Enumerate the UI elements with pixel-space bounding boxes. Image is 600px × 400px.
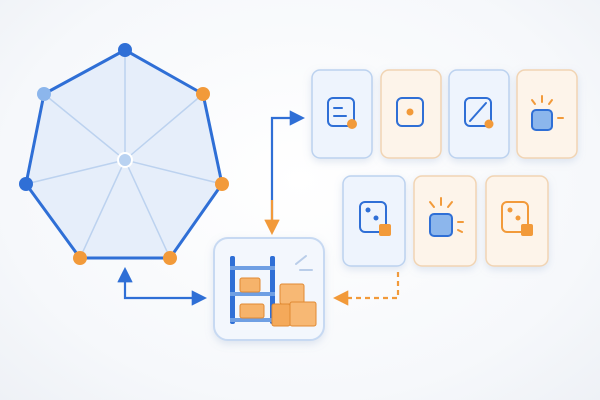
sparkle-square-icon <box>429 197 464 237</box>
network-node <box>37 87 51 101</box>
warehouse-shelves-icon <box>230 255 317 327</box>
card[interactable] <box>311 69 373 159</box>
square-dot-icon <box>396 97 424 127</box>
network-spokes <box>25 50 223 259</box>
dots-square-icon <box>501 201 533 236</box>
card[interactable] <box>485 175 549 267</box>
network-center-node <box>117 152 133 168</box>
slash-square-icon <box>464 97 494 129</box>
network-node <box>73 251 87 265</box>
network-node <box>118 43 132 57</box>
network-node <box>19 177 33 191</box>
network-graph <box>19 43 229 265</box>
connectors <box>117 110 400 306</box>
dots-square-icon <box>359 201 391 236</box>
doc-lines-icon <box>327 97 357 129</box>
card[interactable] <box>448 69 510 159</box>
card[interactable] <box>342 175 406 267</box>
sparkle-square-icon <box>531 95 564 131</box>
cards-to-hub-arrow <box>332 272 400 306</box>
network-node <box>215 177 229 191</box>
hub-to-cards-arrow <box>270 110 306 232</box>
network-node <box>196 87 210 101</box>
network-node <box>163 251 177 265</box>
network-to-hub-arrow <box>117 266 208 306</box>
